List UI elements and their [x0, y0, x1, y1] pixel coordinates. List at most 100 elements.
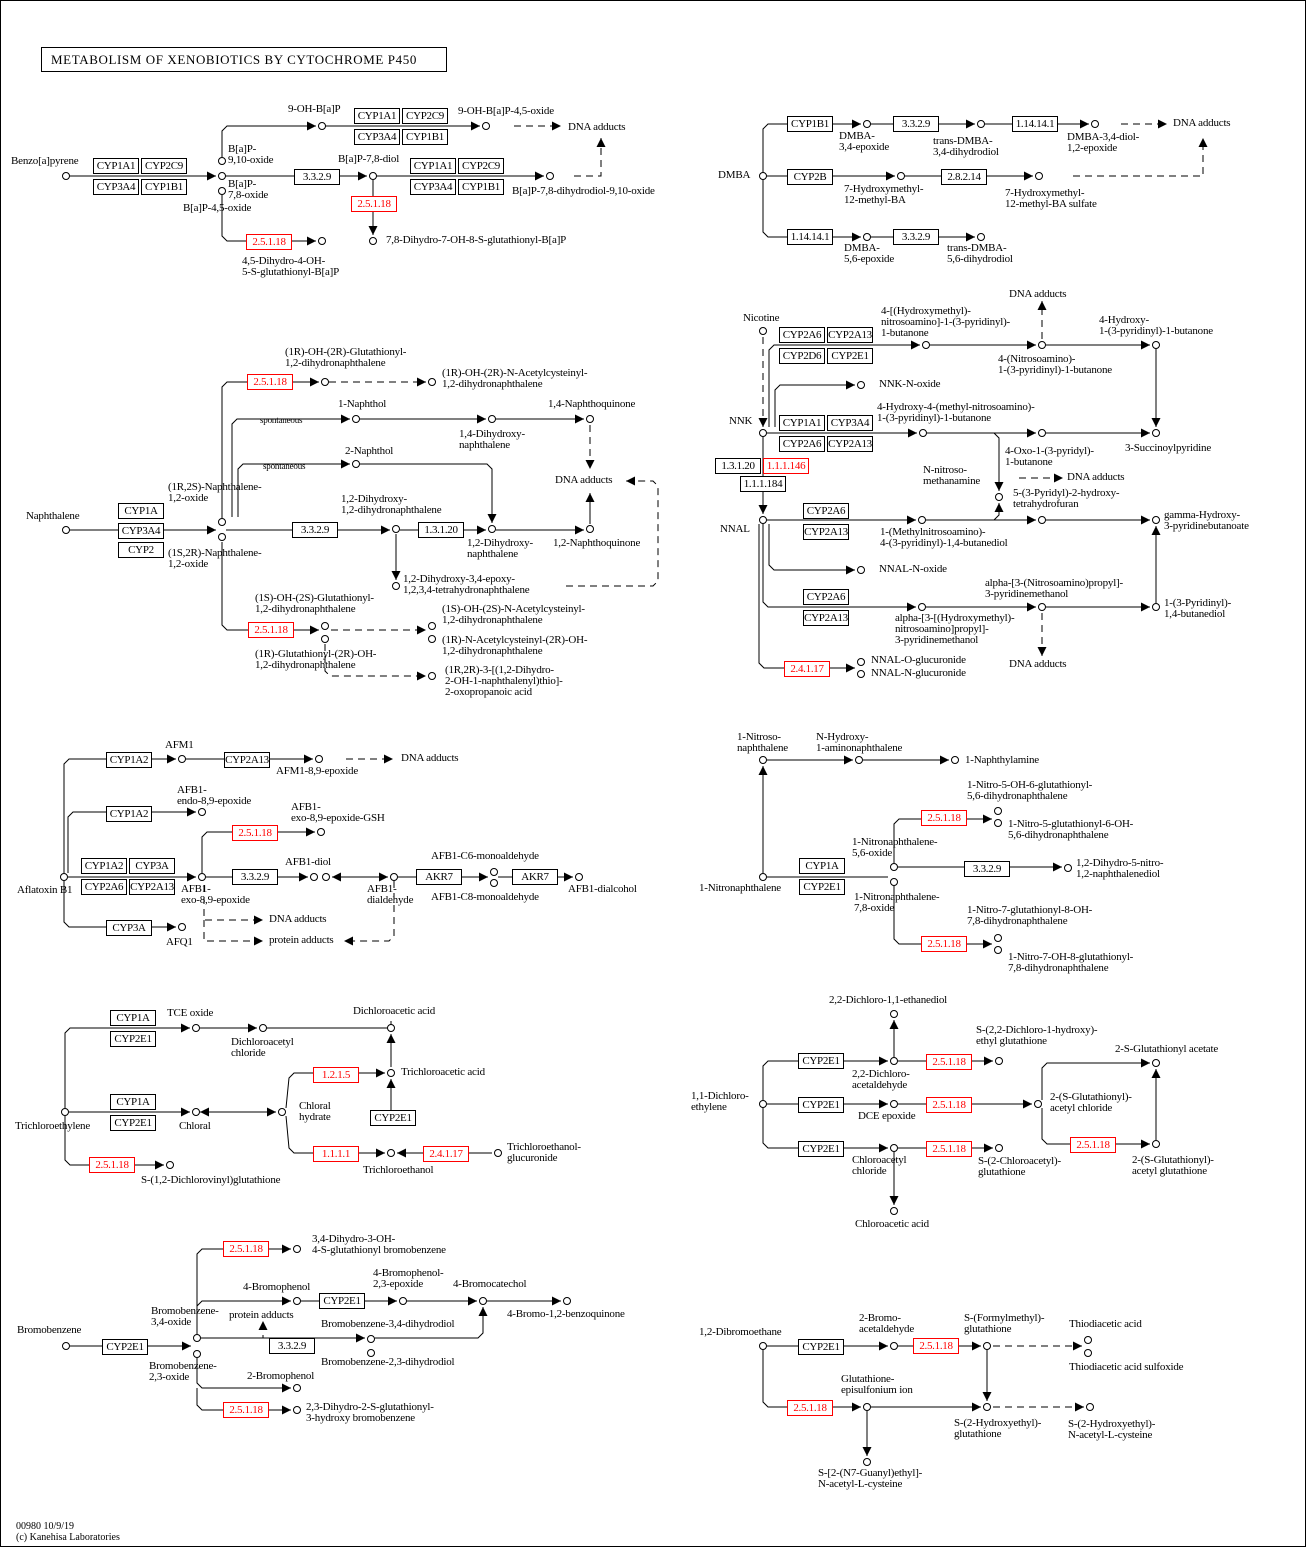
- compound-node[interactable]: [387, 1069, 395, 1077]
- enzyme-box[interactable]: CYP2E1: [798, 1097, 844, 1113]
- compound-node[interactable]: [198, 808, 206, 816]
- compound-node[interactable]: [890, 1057, 898, 1065]
- enzyme-box[interactable]: CYP2A6: [81, 879, 127, 895]
- compound-node[interactable]: [60, 873, 68, 881]
- enzyme-box[interactable]: CYP1A2: [81, 858, 127, 874]
- enzyme-box[interactable]: CYP1A1: [410, 158, 456, 174]
- compound-label[interactable]: 1,2-Dihydro-5-nitro- 1,2-naphthalenediol: [1076, 857, 1164, 880]
- compound-node[interactable]: [890, 1100, 898, 1108]
- compound-label[interactable]: S-(Formylmethyl)- glutathione: [964, 1312, 1045, 1335]
- compound-label[interactable]: Benzo[a]pyrene: [11, 155, 79, 167]
- enzyme-box[interactable]: 1.1.1.1: [313, 1146, 359, 1162]
- compound-node[interactable]: [890, 863, 898, 871]
- compound-node[interactable]: [192, 1108, 200, 1116]
- compound-node[interactable]: [490, 879, 498, 887]
- compound-label[interactable]: 1-Nitronaphthalene: [699, 882, 781, 894]
- compound-label[interactable]: S-(2-Chloroacetyl)- glutathione: [978, 1155, 1061, 1178]
- compound-node[interactable]: [759, 756, 767, 764]
- enzyme-box[interactable]: CYP1A: [118, 503, 164, 519]
- enzyme-box[interactable]: 2.4.1.17: [784, 661, 830, 677]
- enzyme-box[interactable]: CYP2A13: [129, 879, 175, 895]
- compound-label[interactable]: (1S)-OH-(2S)-N-Acetylcysteinyl- 1,2-dihy…: [442, 603, 585, 626]
- compound-node[interactable]: [918, 603, 926, 611]
- compound-node[interactable]: [318, 122, 326, 130]
- enzyme-box[interactable]: 3.3.2.9: [294, 169, 340, 185]
- compound-node[interactable]: [1038, 341, 1046, 349]
- enzyme-box[interactable]: 2.5.1.18: [1070, 1137, 1116, 1153]
- compound-node[interactable]: [983, 1342, 991, 1350]
- enzyme-box[interactable]: CYP2E1: [319, 1293, 365, 1309]
- compound-node[interactable]: [857, 566, 865, 574]
- compound-label[interactable]: 1-Nitronaphthalene- 7,8-oxide: [854, 891, 940, 914]
- enzyme-box[interactable]: 2.8.2.14: [941, 169, 987, 185]
- compound-node[interactable]: [428, 622, 436, 630]
- enzyme-box[interactable]: CYP3A: [129, 858, 175, 874]
- compound-label[interactable]: DNA adducts: [401, 752, 459, 764]
- compound-node[interactable]: [890, 1144, 898, 1152]
- compound-label[interactable]: Bromobenzene- 3,4-oxide: [151, 1305, 219, 1328]
- enzyme-box[interactable]: 3.3.2.9: [893, 229, 939, 245]
- compound-node[interactable]: [1034, 1100, 1042, 1108]
- compound-node[interactable]: [387, 1149, 395, 1157]
- compound-label[interactable]: B[a]P-4,5-oxide: [183, 202, 252, 214]
- compound-label[interactable]: gamma-Hydroxy- 3-pyridinebutanoate: [1164, 509, 1249, 532]
- enzyme-box[interactable]: 2.5.1.18: [913, 1338, 959, 1354]
- compound-label[interactable]: NNK: [729, 415, 753, 427]
- compound-label[interactable]: 4-Hydroxy-4-(methyl-nitrosoamino)- 1-(3-…: [877, 401, 1035, 424]
- compound-node[interactable]: [586, 525, 594, 533]
- compound-label[interactable]: 9-OH-B[a]P-4,5-oxide: [458, 105, 554, 117]
- compound-node[interactable]: [1152, 341, 1160, 349]
- compound-node[interactable]: [857, 381, 865, 389]
- compound-label[interactable]: 1,2-Dihydroxy-3,4-epoxy- 1,2,3,4-tetrahy…: [403, 573, 530, 596]
- compound-label[interactable]: 2,2-Dichloro- acetaldehyde: [852, 1068, 910, 1091]
- compound-label[interactable]: AFQ1: [166, 936, 193, 948]
- compound-node[interactable]: [317, 828, 325, 836]
- enzyme-box[interactable]: 2.5.1.18: [921, 810, 967, 826]
- compound-node[interactable]: [293, 1384, 301, 1392]
- compound-label[interactable]: AFM1: [165, 739, 194, 751]
- compound-node[interactable]: [919, 429, 927, 437]
- compound-node[interactable]: [278, 1108, 286, 1116]
- compound-label[interactable]: 2-Naphthol: [345, 445, 394, 457]
- compound-label[interactable]: 1-(3-Pyridinyl)- 1,4-butanediol: [1164, 597, 1232, 620]
- enzyme-box[interactable]: 2.5.1.18: [248, 622, 294, 638]
- compound-node[interactable]: [890, 1010, 898, 1018]
- compound-node[interactable]: [759, 516, 767, 524]
- compound-node[interactable]: [352, 460, 360, 468]
- compound-label[interactable]: (1R,2R)-3-[(1,2-Dihydro- 2-OH-1-naphthal…: [445, 664, 563, 698]
- compound-label[interactable]: NNAL-N-oxide: [879, 563, 947, 575]
- enzyme-box[interactable]: 2.5.1.18: [351, 196, 397, 212]
- compound-node[interactable]: [1035, 172, 1043, 180]
- compound-node[interactable]: [890, 878, 898, 886]
- compound-node[interactable]: [61, 1108, 69, 1116]
- compound-label[interactable]: Trichloroethylene: [15, 1120, 91, 1132]
- compound-node[interactable]: [488, 415, 496, 423]
- compound-label[interactable]: Naphthalene: [26, 510, 80, 522]
- compound-node[interactable]: [494, 1149, 502, 1157]
- compound-node[interactable]: [918, 516, 926, 524]
- compound-node[interactable]: [367, 1349, 375, 1357]
- compound-node[interactable]: [310, 873, 318, 881]
- compound-label[interactable]: 1-Nitronaphthalene- 5,6-oxide: [852, 836, 938, 859]
- enzyme-box[interactable]: 2.5.1.18: [926, 1141, 972, 1157]
- compound-node[interactable]: [1084, 1336, 1092, 1344]
- compound-label[interactable]: Chloral: [179, 1120, 211, 1132]
- enzyme-box[interactable]: CYP1A1: [93, 158, 139, 174]
- enzyme-box[interactable]: CYP2E1: [799, 879, 845, 895]
- compound-node[interactable]: [293, 1406, 301, 1414]
- compound-label[interactable]: 3-Succinoylpyridine: [1125, 442, 1212, 454]
- enzyme-box[interactable]: CYP1A2: [106, 806, 152, 822]
- compound-label[interactable]: B[a]P- 7,8-oxide: [228, 178, 269, 201]
- enzyme-box[interactable]: CYP3A4: [118, 523, 164, 539]
- compound-label[interactable]: 4-Bromophenol: [243, 1281, 311, 1293]
- compound-label[interactable]: AFB1- dialdehyde: [367, 883, 414, 906]
- enzyme-box[interactable]: CYP2C9: [458, 158, 504, 174]
- compound-label[interactable]: 1-Nitro-7-OH-8-glutathionyl- 7,8-dihydro…: [1008, 951, 1134, 974]
- enzyme-box[interactable]: CYP1B1: [458, 179, 504, 195]
- compound-node[interactable]: [1152, 1059, 1160, 1067]
- enzyme-box[interactable]: CYP2B: [787, 169, 833, 185]
- compound-node[interactable]: [759, 429, 767, 437]
- compound-node[interactable]: [1152, 429, 1160, 437]
- compound-label[interactable]: B[a]P-7,8-diol: [338, 153, 400, 165]
- compound-label[interactable]: S-(2-Hydroxyethyl)- N-acetyl-L-cysteine: [1068, 1418, 1156, 1441]
